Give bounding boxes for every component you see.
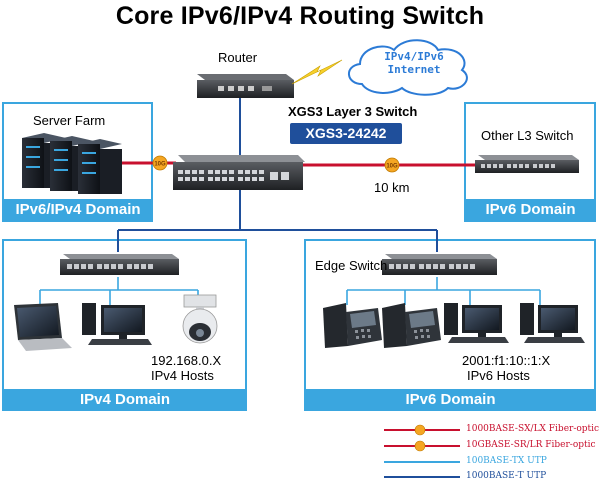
- ipv6-domain-bar: IPv6 Domain: [306, 389, 595, 411]
- desktop-icon: [520, 303, 585, 343]
- distance-label: 10 km: [374, 180, 410, 195]
- server-farm-label: Server Farm: [33, 113, 106, 128]
- server-rack-icon: [22, 133, 122, 194]
- lightning-icon: [291, 59, 343, 85]
- legend-swatches: [384, 424, 460, 478]
- server-farm-domain-bar: IPv6/IPv4 Domain: [4, 199, 152, 221]
- cloud-icon: [348, 39, 468, 96]
- laptop-icon: [14, 303, 72, 351]
- badge-10g-right: 10G: [384, 157, 400, 173]
- svg-text:10G: 10G: [154, 162, 166, 168]
- legend-item-1000base-sx-lx: 1000BASE-SX/LX Fiber-optic: [466, 424, 600, 434]
- cloud-line-1: IPv4/IPv6: [384, 50, 444, 63]
- legend-item-100base-tx: 100BASE-TX UTP: [466, 456, 547, 466]
- uplink-lines: [117, 97, 438, 252]
- ipv4-domain-bar: IPv4 Domain: [4, 389, 246, 411]
- legend-item-10gbase-sr-lr: 10GBASE-SR/LR Fiber-optic: [466, 440, 596, 450]
- legend-item-1000base-t: 1000BASE-T UTP: [466, 471, 547, 481]
- badge-10g-left: 10G: [152, 155, 168, 171]
- cloud-text: IPv4/IPv6 Internet: [368, 50, 460, 76]
- ipv6-hosts: IPv6 Hosts: [467, 368, 530, 383]
- ipv4-address: 192.168.0.X: [151, 353, 222, 368]
- model-badge: XGS3-24242: [290, 123, 402, 144]
- cloud-line-2: Internet: [387, 63, 441, 76]
- core-switch-label: XGS3 Layer 3 Switch: [288, 104, 418, 119]
- page-title: Core IPv6/IPv4 Routing Switch: [115, 2, 485, 30]
- edge-switch-label: Edge Switch: [315, 258, 388, 273]
- router-icon: [197, 74, 294, 98]
- edge-switch-icon: [382, 254, 497, 275]
- desktop-icon: [444, 303, 509, 343]
- router-label: Router: [218, 50, 258, 65]
- desktop-icon: [82, 303, 152, 345]
- svg-text:10G: 10G: [386, 164, 398, 170]
- ptz-camera-icon: [182, 294, 218, 344]
- l3-switch-icon: [475, 155, 579, 173]
- ipv4-access-switch-icon: [60, 254, 179, 275]
- ip-phone-icon: [382, 303, 441, 348]
- other-l3-label: Other L3 Switch: [481, 128, 574, 143]
- other-l3-domain-bar: IPv6 Domain: [466, 199, 595, 221]
- ip-phone-icon: [323, 303, 382, 348]
- core-switch-icon: [173, 155, 305, 190]
- ipv4-hosts: IPv4 Hosts: [151, 368, 214, 383]
- ipv6-address: 2001:f1:10::1:X: [462, 353, 551, 368]
